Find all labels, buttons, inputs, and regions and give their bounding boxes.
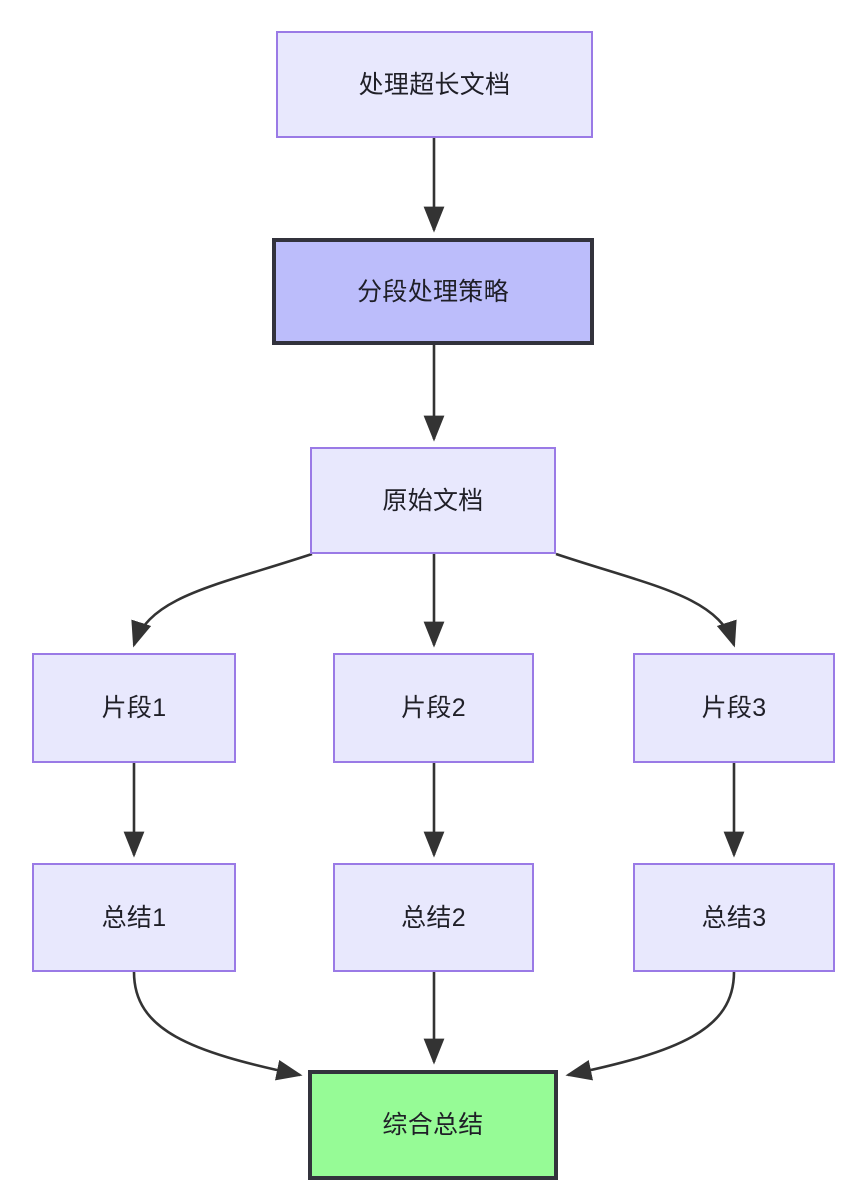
node-summary-3[interactable]: 总结3 — [633, 863, 835, 972]
node-label: 总结2 — [401, 903, 466, 932]
node-label: 片段2 — [401, 694, 466, 722]
edge-n3-n4 — [131, 552, 313, 648]
node-label: 片段3 — [701, 694, 767, 722]
node-label: 原始文档 — [382, 486, 484, 515]
node-process-long-document[interactable]: 处理超长文档 — [276, 31, 593, 138]
node-label: 总结1 — [101, 903, 167, 932]
node-comprehensive-summary[interactable]: 综合总结 — [308, 1070, 558, 1180]
edge-n3-n6 — [555, 552, 737, 648]
node-label: 片段1 — [101, 694, 167, 722]
node-label: 处理超长文档 — [358, 70, 511, 99]
node-summary-2[interactable]: 总结2 — [333, 863, 534, 972]
node-original-document[interactable]: 原始文档 — [310, 447, 556, 554]
node-fragment-2[interactable]: 片段2 — [333, 653, 534, 763]
node-label: 综合总结 — [382, 1111, 484, 1139]
node-summary-1[interactable]: 总结1 — [32, 863, 236, 972]
edge-n9-n10 — [565, 971, 736, 1081]
node-fragment-1[interactable]: 片段1 — [32, 653, 236, 763]
node-label: 总结3 — [701, 903, 767, 932]
edge-n7-n10 — [132, 971, 303, 1081]
node-fragment-3[interactable]: 片段3 — [633, 653, 835, 763]
node-chunking-strategy[interactable]: 分段处理策略 — [272, 238, 594, 345]
node-label: 分段处理策略 — [357, 277, 509, 306]
